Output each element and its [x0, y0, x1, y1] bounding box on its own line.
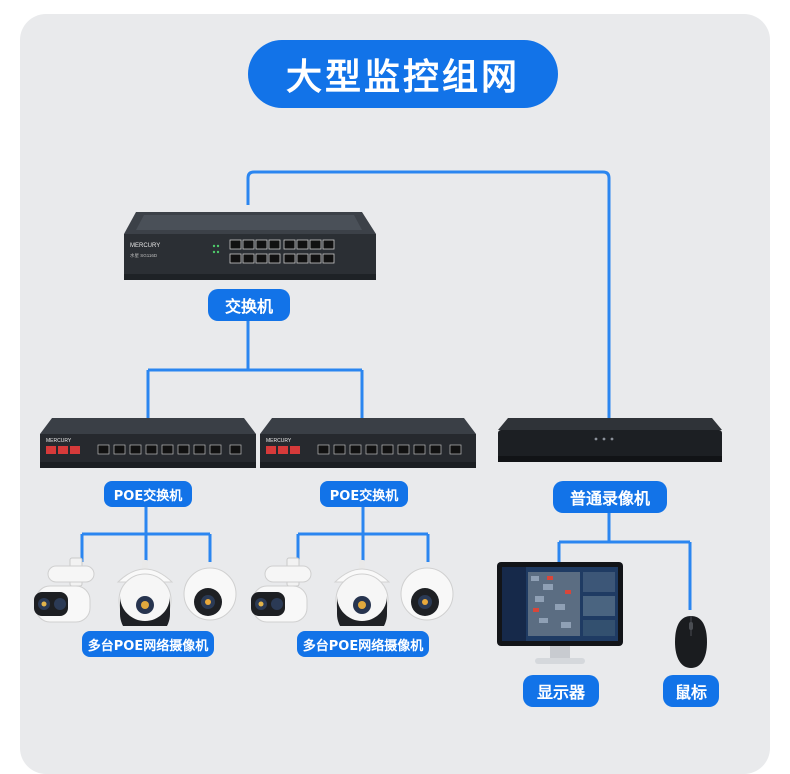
ptz-camera-icon [333, 560, 391, 626]
monitor-label: 显示器 [523, 675, 599, 707]
page-title: 大型监控组网 [248, 40, 558, 108]
ptz-camera-icon [116, 560, 174, 626]
nvr-label: 普通录像机 [553, 481, 667, 513]
poe-switch-left-device[interactable]: MERCURY [38, 412, 258, 474]
core-switch-label: 交换机 [208, 289, 290, 321]
monitor-icon [497, 562, 623, 664]
core-brand-label: MERCURY [130, 243, 160, 249]
poe-right-brand-label: MERCURY [266, 438, 292, 444]
dual-lens-camera-icon [34, 557, 95, 623]
core-switch-device[interactable]: MERCURY 水星 SG116D [118, 200, 380, 290]
cameras-right-label: 多台POE网络摄像机 [297, 631, 429, 657]
dome-camera-icon [183, 567, 237, 621]
dome-camera-icon [400, 567, 454, 621]
poe-left-to-cameras-line [80, 505, 212, 562]
camera-group-left [34, 557, 237, 626]
poe-right-to-cameras-line [296, 505, 430, 562]
dual-lens-camera-icon [251, 557, 312, 623]
uplink-line [246, 170, 611, 420]
poe-left-brand-label: MERCURY [46, 438, 72, 444]
core-to-poe-line [146, 318, 364, 420]
core-model-label: 水星 SG116D [130, 252, 158, 258]
connection-lines [80, 170, 692, 610]
poe-switch-right-label: POE交换机 [320, 481, 408, 507]
mouse-label: 鼠标 [663, 675, 719, 707]
camera-group-right [251, 557, 454, 626]
poe-switch-left-label: POE交换机 [104, 481, 192, 507]
nvr-device[interactable] [496, 412, 724, 468]
nvr-to-peripherals-line [557, 512, 692, 610]
mouse-icon [675, 616, 707, 668]
poe-switch-right-device[interactable]: MERCURY [258, 412, 478, 474]
cameras-left-label: 多台POE网络摄像机 [82, 631, 214, 657]
